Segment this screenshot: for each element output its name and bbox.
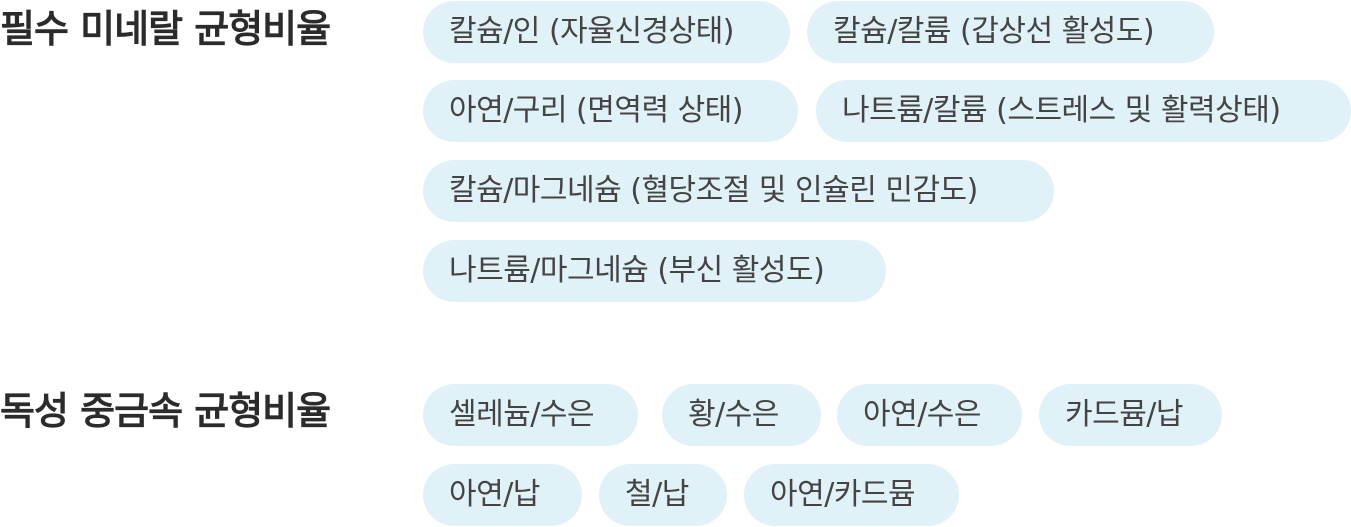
tag-calcium-magnesium[interactable]: 칼슘/마그네슘 (혈당조절 및 인슐린 민감도) (423, 160, 1054, 222)
essential-tag-row: 나트륨/마그네슘 (부신 활성도) (423, 240, 886, 302)
tag-zinc-cadmium[interactable]: 아연/카드뮴 (744, 464, 959, 526)
toxic-tag-row: 아연/납 철/납 아연/카드뮴 (423, 464, 959, 526)
tag-sodium-magnesium[interactable]: 나트륨/마그네슘 (부신 활성도) (423, 240, 886, 302)
tag-calcium-potassium[interactable]: 칼슘/칼륨 (갑상선 활성도) (807, 1, 1214, 63)
toxic-tag-row: 셀레늄/수은 황/수은 아연/수은 카드뮴/납 (423, 384, 1222, 446)
tag-sodium-potassium[interactable]: 나트륨/칼륨 (스트레스 및 활력상태) (816, 80, 1351, 142)
tag-selenium-mercury[interactable]: 셀레늄/수은 (423, 384, 638, 446)
tag-sulfur-mercury[interactable]: 황/수은 (662, 384, 821, 446)
tag-zinc-lead[interactable]: 아연/납 (423, 464, 582, 526)
tag-iron-lead[interactable]: 철/납 (599, 464, 727, 526)
tag-cadmium-lead[interactable]: 카드뮴/납 (1039, 384, 1222, 446)
toxic-metals-title: 독성 중금속 균형비율 (0, 389, 331, 433)
essential-minerals-title: 필수 미네랄 균형비율 (0, 7, 331, 51)
tag-zinc-copper[interactable]: 아연/구리 (면역력 상태) (423, 80, 798, 142)
tag-calcium-phosphorus[interactable]: 칼슘/인 (자율신경상태) (423, 1, 790, 63)
essential-tag-row: 칼슘/인 (자율신경상태) 칼슘/칼륨 (갑상선 활성도) (423, 1, 1214, 63)
tag-zinc-mercury[interactable]: 아연/수은 (837, 384, 1022, 446)
essential-tag-row: 아연/구리 (면역력 상태) 나트륨/칼륨 (스트레스 및 활력상태) (423, 80, 1351, 142)
essential-tag-row: 칼슘/마그네슘 (혈당조절 및 인슐린 민감도) (423, 160, 1054, 222)
